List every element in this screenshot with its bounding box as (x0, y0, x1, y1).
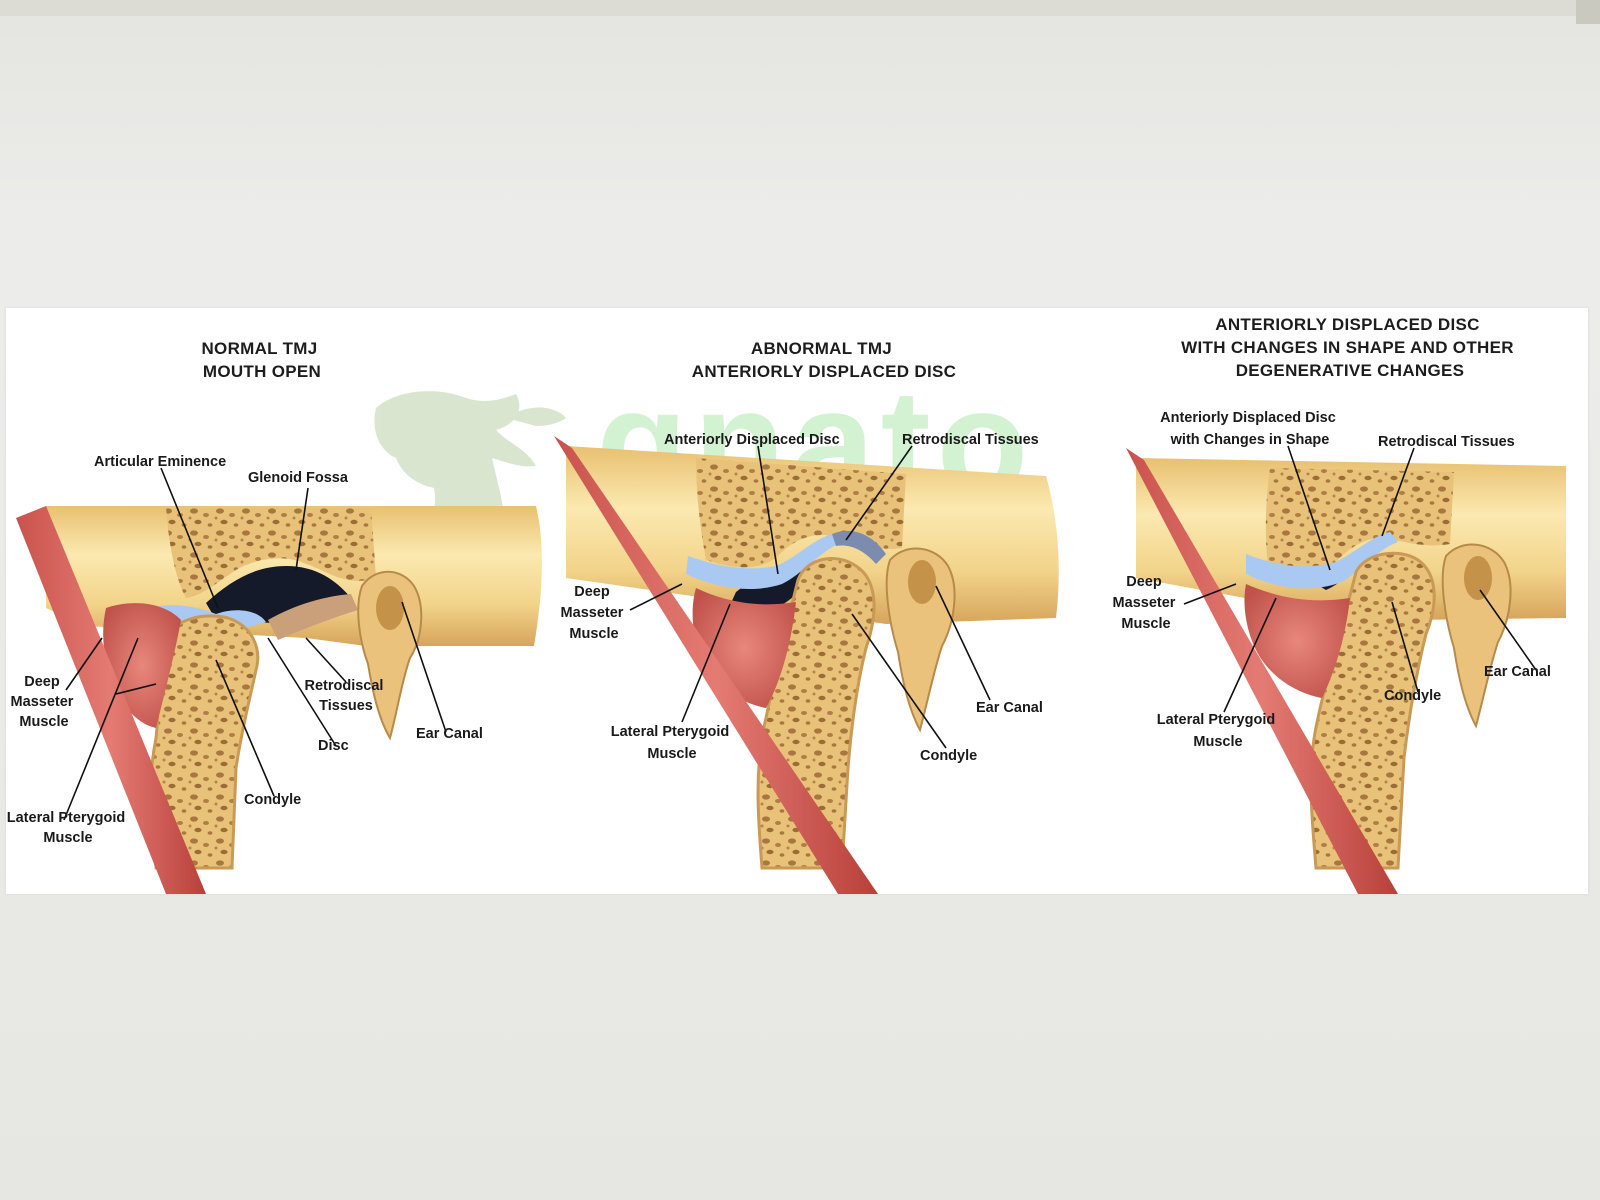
panel3-title: ANTERIORLY DISPLACED DISC WITH CHANGES I… (1181, 315, 1519, 380)
panel1-title: NORMAL TMJ MOUTH OPEN (201, 339, 322, 381)
label-lateral-line-1: Lateral Pterygoid (1157, 712, 1275, 728)
label-retrodiscal-line-2: Tissues (319, 698, 373, 714)
panel-abnormal-tmj: ABNORMAL TMJ ANTERIORLY DISPLACED DISC A… (554, 339, 1059, 894)
label-lateral-pterygoid-muscle: Lateral Pterygoid Muscle (611, 724, 733, 762)
label-condyle: Condyle (1384, 688, 1441, 704)
panel3-title-line-3: DEGENERATIVE CHANGES (1236, 361, 1465, 380)
label-lateral-line-2: Muscle (43, 830, 92, 846)
label-deep-line-1: Deep (1126, 574, 1162, 590)
label-deep-line-3: Muscle (569, 626, 618, 642)
tmj-diagram: gnato NORMAL TMJ MOUT (7, 315, 1566, 894)
label-deep-line-3: Muscle (1121, 616, 1170, 632)
figure-panel: gnato NORMAL TMJ MOUT (6, 308, 1588, 894)
label-displaced-disc-changed-shape: Anteriorly Displaced Disc with Changes i… (1160, 410, 1340, 448)
label-disc-shape-line-2: with Changes in Shape (1170, 432, 1330, 448)
label-disc: Disc (318, 738, 349, 754)
label-retrodiscal-tissues: Retrodiscal Tissues (1378, 434, 1515, 450)
label-lateral-pterygoid-muscle: Lateral Pterygoid Muscle (1157, 712, 1279, 750)
label-disc-shape-line-1: Anteriorly Displaced Disc (1160, 410, 1336, 426)
panel1-title-line-2: MOUTH OPEN (203, 362, 321, 381)
label-anteriorly-displaced-disc: Anteriorly Displaced Disc (664, 432, 840, 448)
panel3-title-line-2: WITH CHANGES IN SHAPE AND OTHER (1181, 338, 1514, 357)
label-lateral-line-2: Muscle (1193, 734, 1242, 750)
label-deep-line-3: Muscle (19, 714, 68, 730)
label-deep-masseter-muscle: Deep Masseter Muscle (561, 584, 628, 642)
label-lateral-line-1: Lateral Pterygoid (611, 724, 729, 740)
panel1-title-line-1: NORMAL TMJ (201, 339, 317, 358)
label-condyle: Condyle (244, 792, 301, 808)
label-deep-line-1: Deep (24, 674, 60, 690)
label-lateral-pterygoid-muscle: Lateral Pterygoid Muscle (7, 810, 129, 846)
panel2-title: ABNORMAL TMJ ANTERIORLY DISPLACED DISC (692, 339, 956, 381)
panel3-title-line-1: ANTERIORLY DISPLACED DISC (1215, 315, 1479, 334)
panel2-title-line-2: ANTERIORLY DISPLACED DISC (692, 362, 956, 381)
label-lateral-line-2: Muscle (647, 746, 696, 762)
label-lateral-line-1: Lateral Pterygoid (7, 810, 125, 826)
label-condyle: Condyle (920, 748, 977, 764)
slide-top-strip (0, 0, 1600, 16)
panel-degenerative-tmj: ANTERIORLY DISPLACED DISC WITH CHANGES I… (1113, 315, 1566, 894)
label-deep-line-2: Masseter (1113, 595, 1176, 611)
label-glenoid-fossa: Glenoid Fossa (248, 470, 349, 486)
label-ear-canal: Ear Canal (416, 726, 483, 742)
label-deep-line-2: Masseter (11, 694, 74, 710)
label-deep-masseter-muscle: Deep Masseter Muscle (11, 674, 78, 730)
panel-normal-tmj: NORMAL TMJ MOUTH OPEN Articular Eminence… (7, 339, 542, 894)
label-retrodiscal-tissues: Retrodiscal Tissues (902, 432, 1039, 448)
label-retrodiscal-tissues: Retrodiscal Tissues (304, 678, 387, 714)
label-deep-line-2: Masseter (561, 605, 624, 621)
panel2-title-line-1: ABNORMAL TMJ (751, 339, 892, 358)
label-retrodiscal-line-1: Retrodiscal (304, 678, 383, 694)
label-deep-masseter-muscle: Deep Masseter Muscle (1113, 574, 1180, 632)
corner-decoration (1576, 0, 1600, 24)
label-ear-canal: Ear Canal (976, 700, 1043, 716)
label-ear-canal: Ear Canal (1484, 664, 1551, 680)
label-articular-eminence: Articular Eminence (94, 454, 226, 470)
label-deep-line-1: Deep (574, 584, 610, 600)
